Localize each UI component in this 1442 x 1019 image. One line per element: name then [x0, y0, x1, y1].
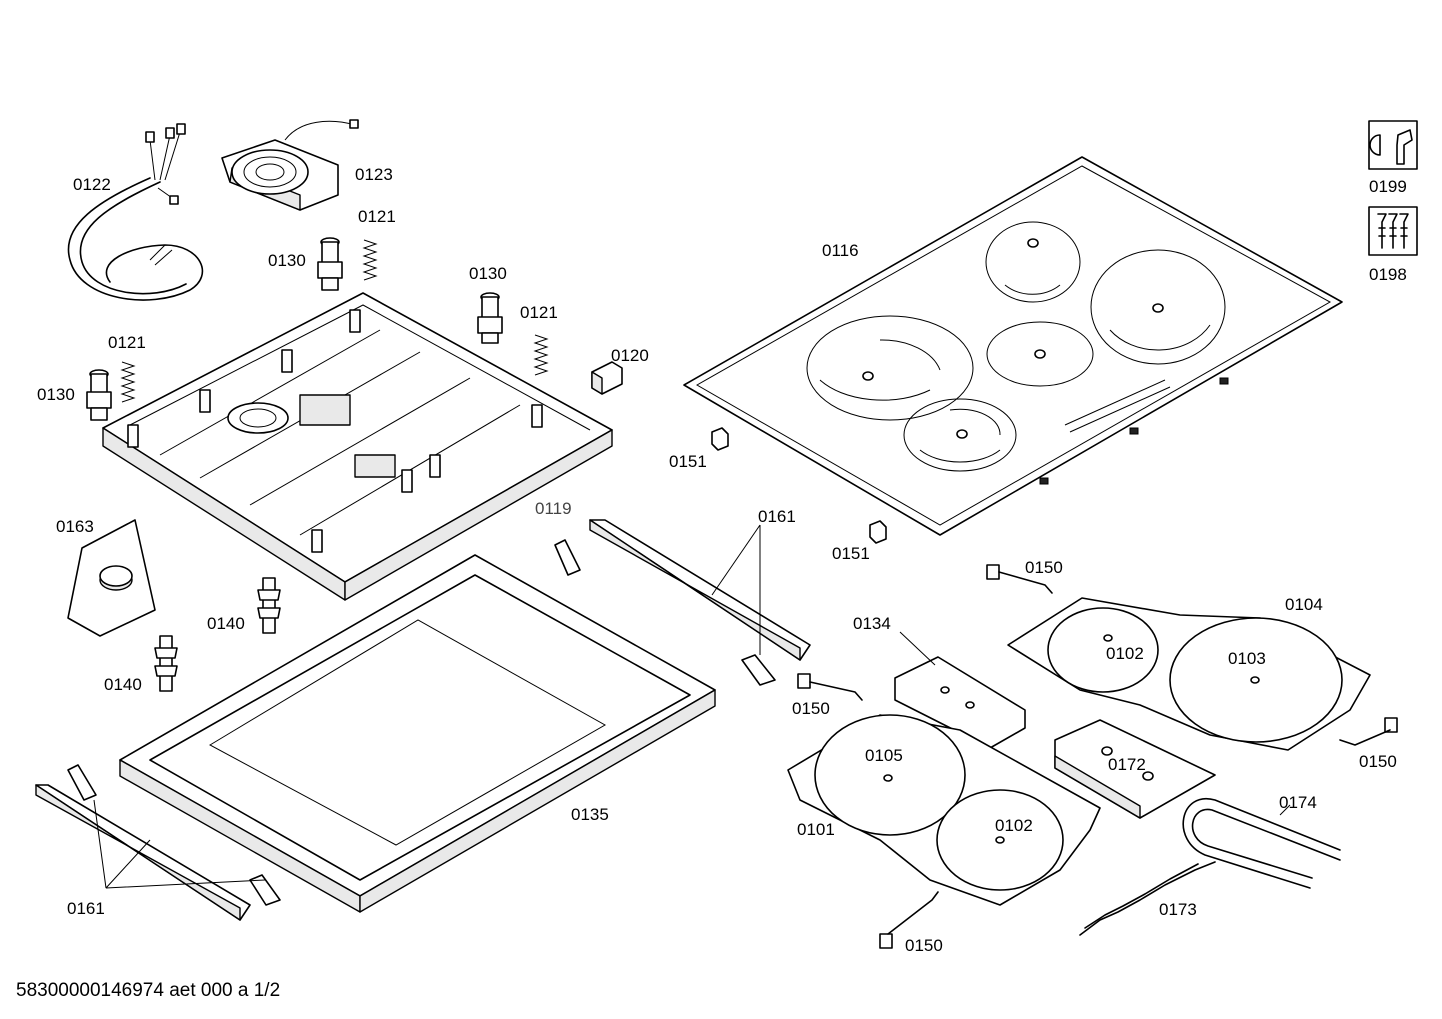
clip-part — [591, 361, 623, 395]
part-label-0150-d: 0150 — [905, 936, 943, 955]
part-label-0123: 0123 — [355, 165, 393, 184]
part-label-0140-a: 0140 — [207, 614, 245, 633]
temperature-sensor-part-b — [797, 673, 863, 701]
part-label-0151-b: 0151 — [832, 544, 870, 563]
document-code: 58300000146974 aet 000 a 1/2 — [16, 980, 281, 1001]
power-cable-part — [67, 123, 204, 301]
bracket-part — [1079, 861, 1216, 936]
part-label-0102-b: 0102 — [995, 816, 1033, 835]
screws-icon[interactable] — [1368, 206, 1418, 256]
part-label-0119: 0119 — [535, 499, 572, 518]
part-label-0104: 0104 — [1285, 595, 1323, 614]
part-label-0150-a: 0150 — [1025, 558, 1063, 577]
part-label-0163: 0163 — [56, 517, 94, 536]
shield-plate-part — [894, 656, 1026, 749]
part-label-0135: 0135 — [571, 805, 609, 824]
part-label-0130-b: 0130 — [469, 264, 507, 283]
cooking-zones — [806, 221, 1226, 472]
part-label-0103: 0103 — [1228, 649, 1266, 668]
mounting-frame-part — [119, 554, 716, 913]
lubricant-part — [67, 519, 156, 637]
spring-part-b — [533, 334, 549, 376]
part-label-0102-a: 0102 — [1106, 644, 1144, 663]
temperature-sensor-part-c — [1339, 717, 1398, 746]
part-label-0173: 0173 — [1159, 900, 1197, 919]
foot-part-c — [86, 369, 112, 421]
part-label-0122: 0122 — [73, 175, 111, 194]
part-label-0150-b: 0150 — [792, 699, 830, 718]
part-label-0101: 0101 — [797, 820, 835, 839]
coil-carrier-part-lower — [787, 714, 1101, 906]
part-label-0174: 0174 — [1279, 793, 1317, 812]
spring-part-a — [362, 239, 378, 281]
rail-bracket-part-a — [554, 519, 811, 686]
spring-part-c — [120, 361, 136, 403]
part-label-0199: 0199 — [1369, 177, 1407, 196]
hob-mount-clips — [1039, 377, 1229, 485]
housing-posts — [127, 309, 543, 553]
part-label-0120: 0120 — [611, 346, 649, 365]
coil-carrier-part-upper — [1007, 597, 1371, 751]
part-label-0198: 0198 — [1369, 265, 1407, 284]
part-label-0134: 0134 — [853, 614, 891, 633]
wrench-icon[interactable] — [1368, 120, 1418, 170]
part-label-0140-b: 0140 — [104, 675, 142, 694]
part-label-0161-a: 0161 — [758, 507, 796, 526]
part-label-0130-a: 0130 — [268, 251, 306, 270]
cover-plate-part — [1054, 719, 1216, 819]
part-label-0105: 0105 — [865, 746, 903, 765]
part-label-0121-a: 0121 — [358, 207, 396, 226]
foot-part-a — [317, 237, 343, 291]
hob-clip-part-b — [869, 520, 887, 544]
bottom-housing-part — [102, 292, 613, 601]
leader-lines — [93, 524, 1291, 889]
temperature-sensor-part-a — [986, 564, 1053, 594]
fan-assembly-part — [221, 119, 359, 211]
part-label-0121-c: 0121 — [108, 333, 146, 352]
part-label-0130-c: 0130 — [37, 385, 75, 404]
foot-part-b — [477, 292, 503, 344]
hob-clip-part-a — [711, 427, 729, 451]
part-labels: 0122 0123 0121 0130 0130 0121 0121 0130 … — [37, 165, 1407, 955]
part-label-0121-b: 0121 — [520, 303, 558, 322]
glass-ceramic-hob-part — [683, 156, 1343, 536]
mounting-clip-part-a — [257, 577, 281, 634]
u-connector-part — [1182, 797, 1341, 889]
mounting-clip-part-b — [154, 635, 178, 692]
part-label-0150-c: 0150 — [1359, 752, 1397, 771]
part-label-0161-b: 0161 — [67, 899, 105, 918]
part-label-0172: 0172 — [1108, 755, 1146, 774]
temperature-sensor-part-d — [879, 891, 939, 949]
part-label-0151-a: 0151 — [669, 452, 707, 471]
part-label-0116: 0116 — [822, 241, 859, 260]
